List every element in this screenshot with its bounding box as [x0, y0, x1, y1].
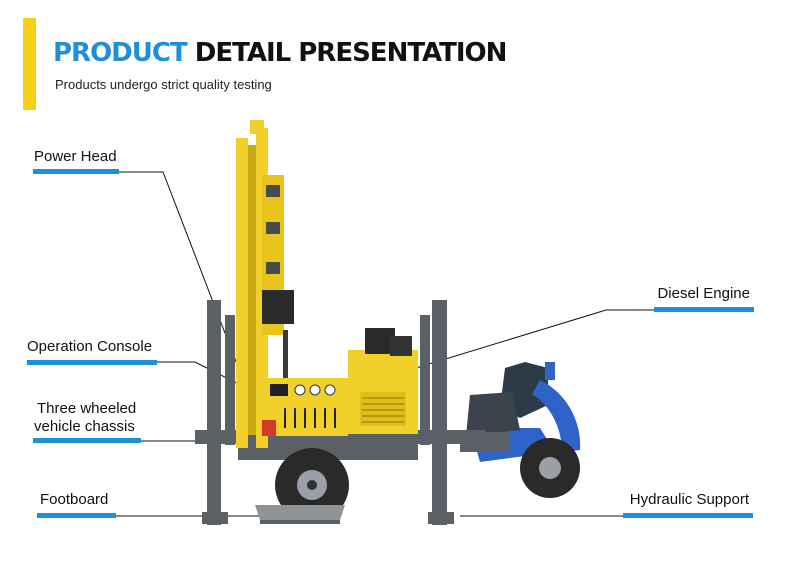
label-hydraulic-support: Hydraulic Support [629, 491, 749, 508]
label-chassis-line1: Three wheeled [37, 400, 137, 417]
title-rest: DETAIL PRESENTATION [194, 38, 508, 68]
underline-hydraulic-support [623, 513, 753, 518]
underline-chassis [33, 438, 141, 443]
title-accent-word: PRODUCT [53, 38, 188, 68]
label-operation-console: Operation Console [27, 338, 153, 355]
operation-console [262, 378, 348, 436]
page-subtitle: Products undergo strict quality testing [55, 77, 272, 92]
label-diesel-engine: Diesel Engine [657, 285, 750, 302]
underline-operation-console [27, 360, 157, 365]
label-footboard: Footboard [40, 491, 109, 508]
header-accent-bar [23, 18, 36, 110]
diesel-engine [348, 328, 418, 434]
tricycle-cab [466, 362, 581, 498]
label-chassis-line2: vehicle chassis [34, 418, 135, 435]
footboard [255, 505, 345, 524]
label-power-head: Power Head [34, 148, 117, 165]
callout-line-diesel-engine [389, 309, 655, 377]
underline-footboard [37, 513, 116, 518]
chassis-wheel [275, 448, 349, 522]
underline-power-head [33, 169, 119, 174]
drill-mast [236, 120, 294, 448]
underline-diesel-engine [654, 307, 754, 312]
page-title: PRODUCT DETAIL PRESENTATION [53, 38, 508, 68]
